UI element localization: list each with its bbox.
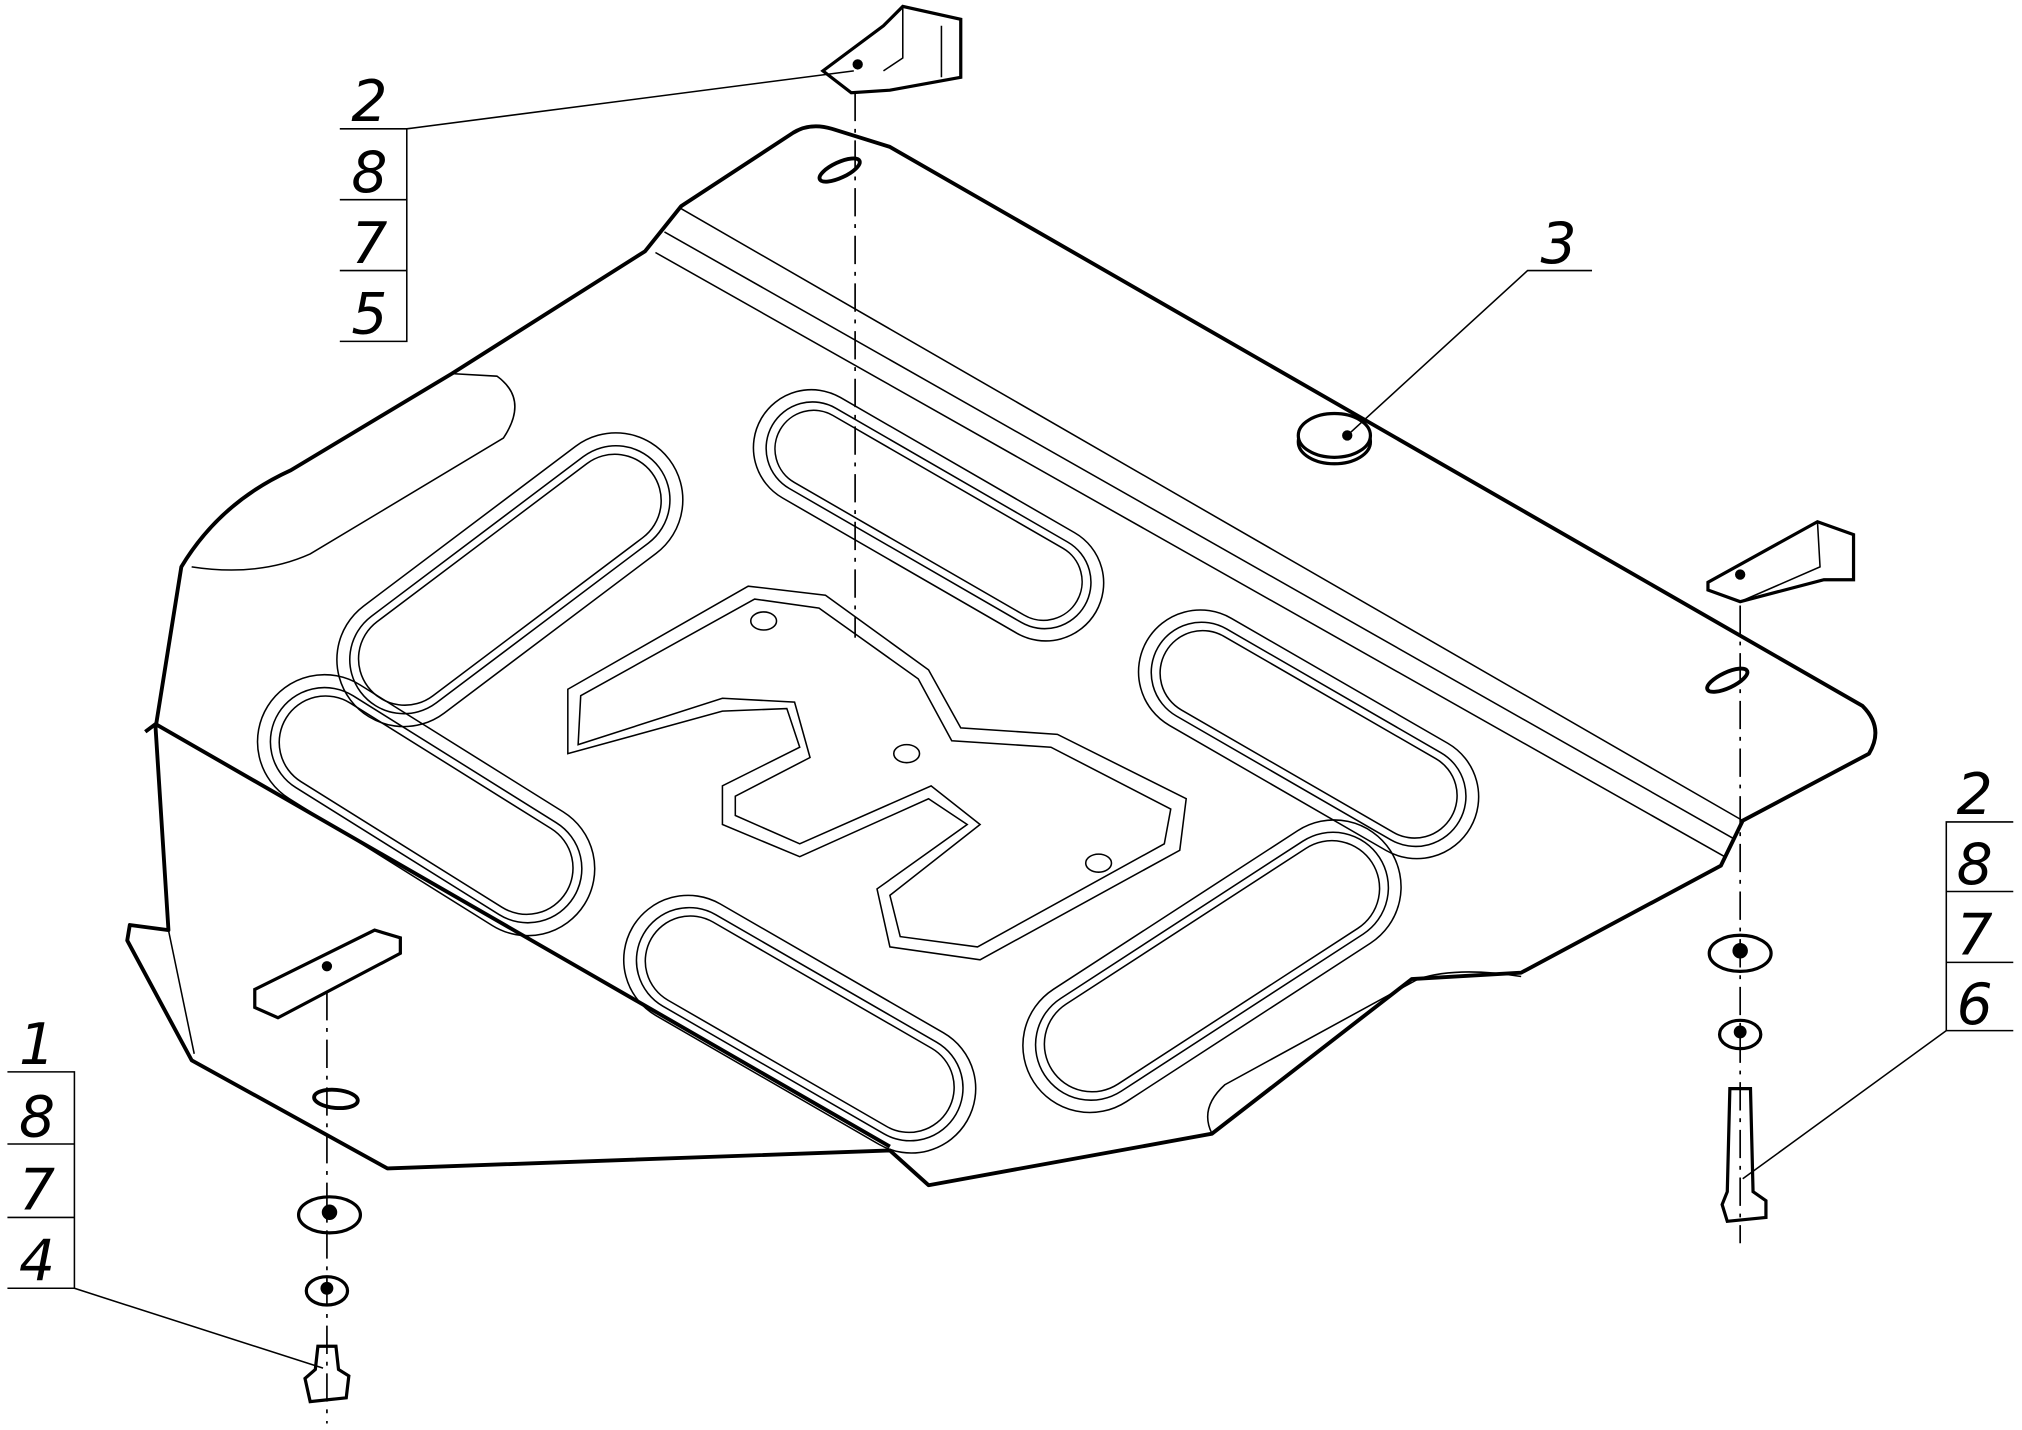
bracket-right [1706,519,1856,604]
callout-label: 5 [351,282,387,348]
callout-label: 8 [19,1084,55,1150]
callout-bottom-left: 1 8 7 4 [7,1012,324,1369]
callout-label: 7 [351,211,387,277]
side-flange-edge [144,722,891,1149]
fasteners [296,933,1773,1404]
callout-label: 3 [1540,211,1576,277]
callout-right: 2 8 7 6 [1742,762,2014,1180]
callout-label: 2 [351,69,387,135]
callout-label: 1 [19,1012,55,1078]
callout-top-left: 2 8 7 5 [339,69,854,348]
plate-nut-bracket [253,928,402,1020]
callout-label: 4 [19,1229,55,1295]
plug-cap [1296,411,1373,466]
callout-label: 6 [1957,972,1993,1038]
front-bend-line-3 [664,231,1735,840]
skid-plate-outline [125,124,1878,1188]
side-flange-bend [167,929,195,1054]
assembly-axes [326,92,1742,1424]
callout-label: 2 [1957,762,1993,828]
callout-label: 8 [1957,832,1993,898]
mounting-holes [312,156,1750,1111]
front-bend-line-1 [680,208,1744,822]
callout-cap: 3 [1346,211,1593,437]
bracket-top [820,4,963,95]
callout-label: 7 [1957,903,1993,969]
front-bend-line-2 [655,251,1726,858]
callout-label: 7 [19,1158,55,1224]
callout-label: 8 [351,140,387,206]
stamped-ribs [191,372,1522,1154]
